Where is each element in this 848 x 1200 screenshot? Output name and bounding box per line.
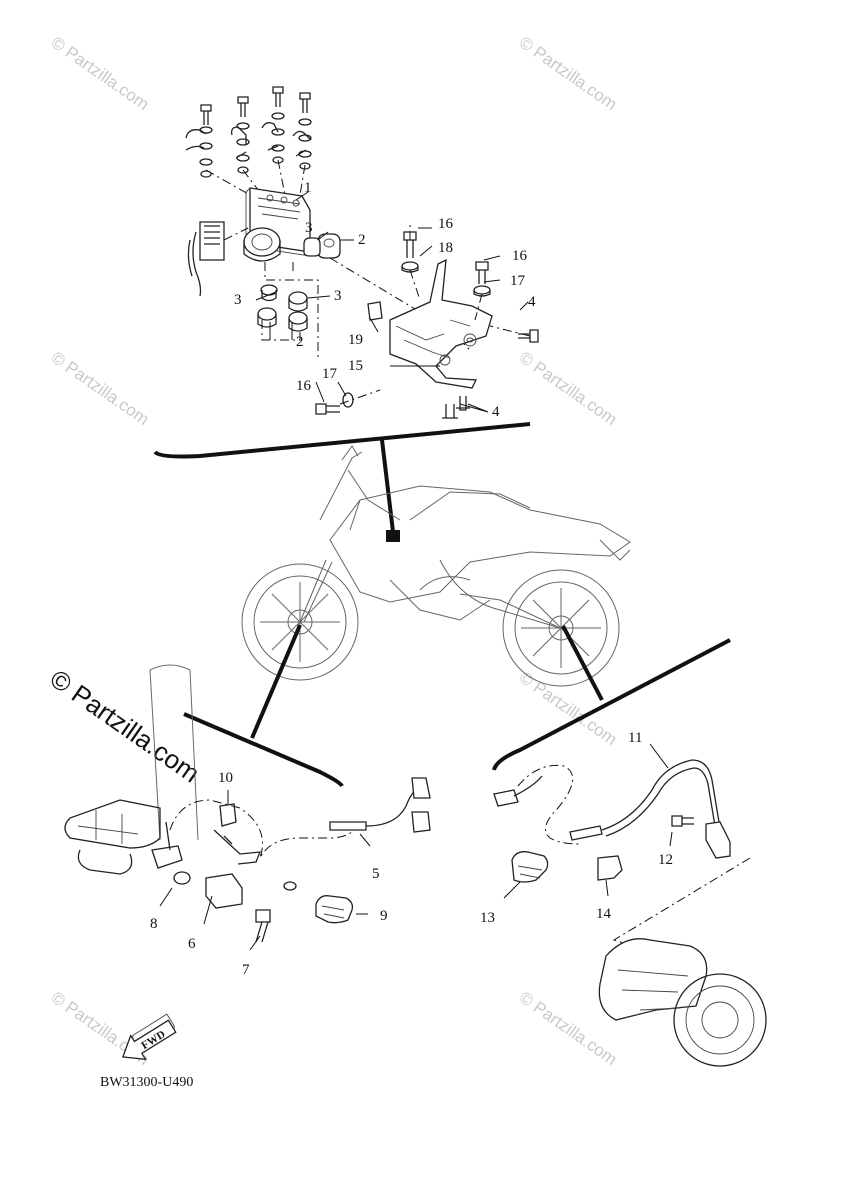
callout-9: 9 [380, 908, 388, 924]
callout-11: 11 [628, 730, 642, 746]
callout-10: 10 [218, 770, 233, 786]
callout-13: 13 [480, 910, 495, 926]
watermark: © Partzilla.com [48, 348, 153, 429]
callout-3: 3 [334, 288, 342, 304]
callout-4: 4 [492, 404, 500, 420]
abs-bracket [389, 258, 493, 389]
rear-sensor-group [493, 759, 767, 1067]
abs-hydraulic-unit [243, 187, 311, 262]
callout-17: 17 [322, 366, 338, 382]
leader-lines [159, 191, 673, 951]
callout-15: 15 [348, 358, 363, 374]
zoom-bracket-front [183, 712, 344, 788]
callout-2: 2 [296, 334, 304, 350]
diagram-code: BW31300-U490 [100, 1075, 193, 1090]
watermark: © Partzilla.com [516, 33, 621, 114]
zoom-bracket-top [153, 422, 531, 459]
callout-4: 4 [528, 294, 536, 310]
callout-14: 14 [596, 906, 612, 922]
watermark: © Partzilla.com [48, 33, 153, 114]
front-sensor-group [64, 664, 431, 943]
callout-3: 3 [305, 220, 313, 236]
callout-16: 16 [438, 216, 454, 232]
watermark: © Partzilla.com [516, 668, 621, 749]
callout-3: 3 [234, 292, 242, 308]
zoom-leader-rear [561, 625, 604, 701]
callout-12: 12 [658, 852, 673, 868]
abs-unit-group [185, 86, 539, 419]
bushings [257, 233, 341, 332]
zoom-leader-front [250, 624, 302, 739]
callout-5: 5 [372, 866, 380, 882]
zoom-leader-top [380, 439, 396, 541]
callout-7: 7 [242, 962, 250, 978]
watermark-large: © Partzilla.com [45, 663, 206, 788]
callout-16: 16 [296, 378, 312, 394]
callout-17: 17 [510, 273, 526, 289]
watermark: © Partzilla.com [516, 348, 621, 429]
callout-8: 8 [150, 916, 158, 932]
callout-6: 6 [188, 936, 196, 952]
callout-16: 16 [512, 248, 528, 264]
motorcycle-illustration [241, 445, 631, 687]
callout-19: 19 [348, 332, 363, 348]
abs-connector [187, 221, 249, 297]
callout-1: 1 [304, 180, 312, 196]
callout-18: 18 [438, 240, 453, 256]
plate [367, 301, 383, 321]
brake-line-bolts [185, 86, 312, 178]
callout-2: 2 [358, 232, 366, 248]
zoom-bracket-rear [492, 638, 731, 771]
callout-labels: 1 2 2 3 3 3 4 4 5 6 7 8 9 10 11 12 13 14… [150, 180, 673, 978]
